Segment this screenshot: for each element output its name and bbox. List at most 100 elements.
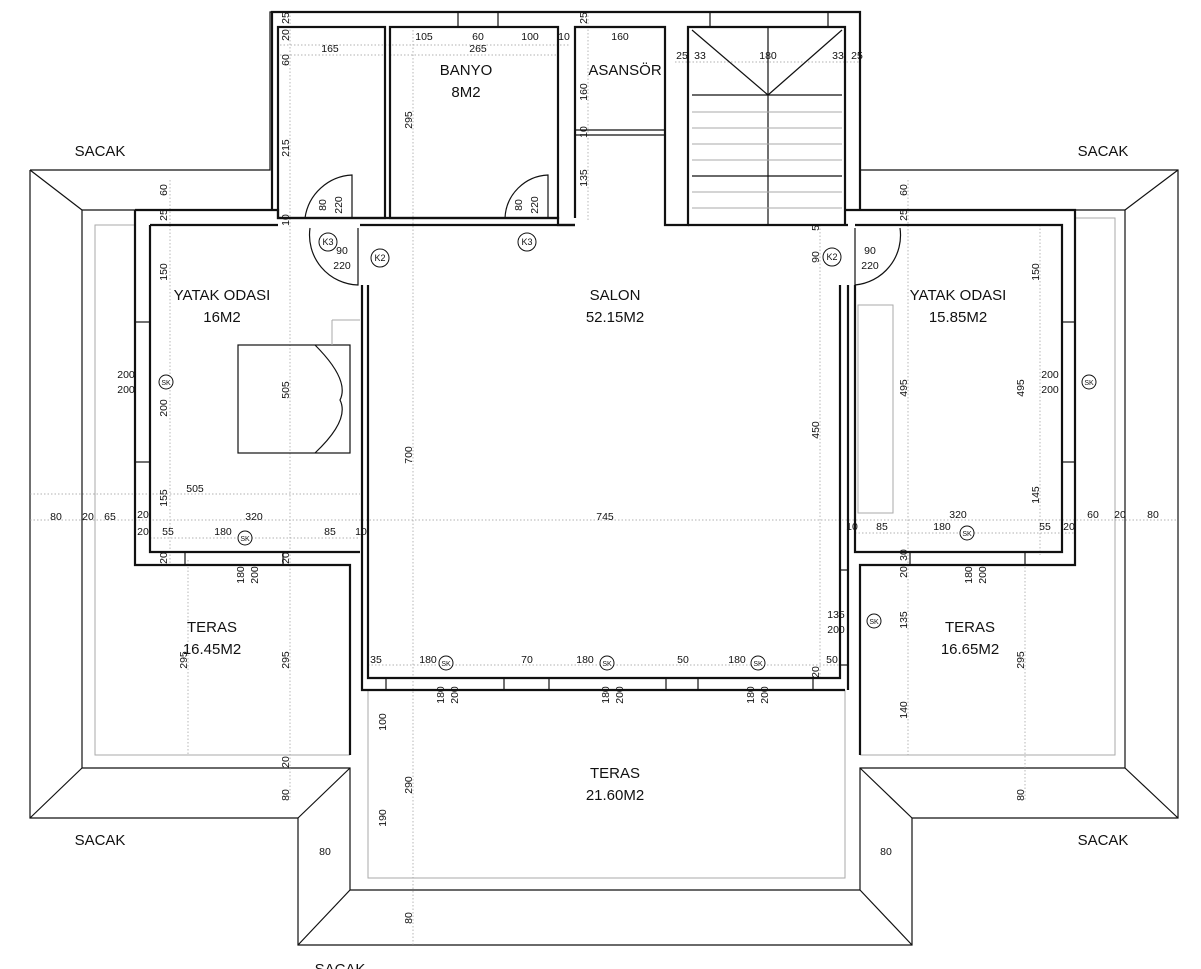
eave-label: SACAK [75, 143, 126, 160]
dimension-label: 295 [280, 651, 292, 669]
dimension-label: 20 [280, 552, 292, 564]
dimension-label: 60 [1087, 509, 1099, 521]
dimension-label: 80 [1015, 789, 1027, 801]
doors[interactable] [304, 174, 902, 286]
dimension-label: 180 [419, 654, 437, 666]
window-tag: SK [869, 619, 879, 626]
dimension-label: 220 [333, 260, 351, 272]
room-name: BANYO [440, 62, 493, 79]
room-name: YATAK ODASI [910, 287, 1007, 304]
window-tag: SK [161, 380, 171, 387]
window-tag-circle [237, 530, 253, 546]
dimension-label: 150 [1030, 263, 1042, 281]
dimension-label: 60 [898, 184, 910, 196]
dimension-label: 85 [324, 526, 336, 538]
dimension-label: 80 [319, 846, 331, 858]
dimension-label: 320 [949, 509, 967, 521]
dimension-label: 33 [832, 50, 844, 62]
dimension-label: 25 [898, 209, 910, 221]
dimension-label: 80 [403, 912, 415, 924]
dimension-label: 135 [578, 169, 590, 187]
window-tag-circle [750, 655, 766, 671]
window-tag-circle [158, 374, 174, 390]
room-area: 16.45M2 [183, 641, 241, 658]
dimension-label: 180 [933, 521, 951, 533]
dimension-label: 80 [513, 199, 525, 211]
dimension-label: 190 [377, 809, 389, 827]
door-tag: K2 [826, 252, 837, 262]
dimension-label: 220 [861, 260, 879, 272]
dimension-label: 200 [1041, 384, 1059, 396]
dimension-label: 90 [336, 245, 348, 257]
dimension-label: 180 [435, 686, 447, 704]
dimension-label: 180 [576, 654, 594, 666]
door-tag: K3 [322, 237, 333, 247]
dimension-label: 25 [851, 50, 863, 62]
dimension-label: 320 [245, 511, 263, 523]
dimension-label: 200 [117, 384, 135, 396]
walls [133, 10, 1077, 755]
room-area: 16.65M2 [941, 641, 999, 658]
dimension-label: 700 [403, 446, 415, 464]
dimension-label: 180 [235, 566, 247, 584]
dimension-label: 145 [1030, 486, 1042, 504]
dimension-label: 20 [158, 552, 170, 564]
room-area: 8M2 [451, 84, 480, 101]
bed [237, 319, 360, 454]
window-tag-circle [959, 525, 975, 541]
dimension-label: 20 [1063, 521, 1075, 533]
door-tag: K2 [374, 253, 385, 263]
dimension-label: 180 [728, 654, 746, 666]
room-area: 16M2 [203, 309, 241, 326]
dimension-label: 200 [449, 686, 461, 704]
dimension-label: 90 [864, 245, 876, 257]
dimension-label: 50 [677, 654, 689, 666]
dimension-label: 180 [759, 50, 777, 62]
staircase[interactable] [691, 27, 843, 225]
eave-label: SACAK [1078, 832, 1129, 849]
dimension-label: 505 [280, 381, 292, 399]
window-tag-circle [599, 655, 615, 671]
dimension-label: 135 [827, 609, 845, 621]
dimension-label: 55 [1039, 521, 1051, 533]
dimension-label: 200 [1041, 369, 1059, 381]
dimension-label: 495 [1015, 379, 1027, 397]
window-tag-circle [866, 613, 882, 629]
door-tag-circle [370, 248, 390, 268]
dimension-label: 25 [578, 12, 590, 24]
dimension-label: 70 [521, 654, 533, 666]
dimension-label: 20 [82, 511, 94, 523]
dimension-label: 495 [898, 379, 910, 397]
dimension-label: 20 [810, 666, 822, 678]
dimension-label: 85 [876, 521, 888, 533]
room-name: TERAS [187, 619, 237, 636]
dimension-label: 80 [1147, 509, 1159, 521]
window-tag: SK [441, 661, 451, 668]
dimension-label: 200 [249, 566, 261, 584]
dimension-label: 80 [50, 511, 62, 523]
dimension-label: 35 [370, 654, 382, 666]
dimension-label: 30 [898, 549, 910, 561]
dimension-label: 220 [333, 196, 345, 214]
wardrobe [857, 304, 894, 514]
dimension-label: 160 [578, 83, 590, 101]
dimension-label: 100 [521, 31, 539, 43]
dimension-label: 5 [810, 225, 822, 231]
dimension-label: 80 [880, 846, 892, 858]
room-name: YATAK ODASI [174, 287, 271, 304]
dimension-label: 55 [162, 526, 174, 538]
dimension-label: 80 [280, 789, 292, 801]
dimension-label: 20 [137, 509, 149, 521]
terrace-lines [94, 217, 1116, 879]
dimension-label: 265 [469, 43, 487, 55]
roof-eaves [29, 11, 1179, 946]
dimension-label: 200 [158, 399, 170, 417]
window-tag: SK [602, 661, 612, 668]
eave-label: SACAK [75, 832, 126, 849]
dimension-label: 200 [117, 369, 135, 381]
window-tag: SK [962, 531, 972, 538]
dimension-label: 295 [1015, 651, 1027, 669]
dimension-label: 25 [280, 12, 292, 24]
dimension-label: 160 [611, 31, 629, 43]
dimension-label: 25 [676, 50, 688, 62]
